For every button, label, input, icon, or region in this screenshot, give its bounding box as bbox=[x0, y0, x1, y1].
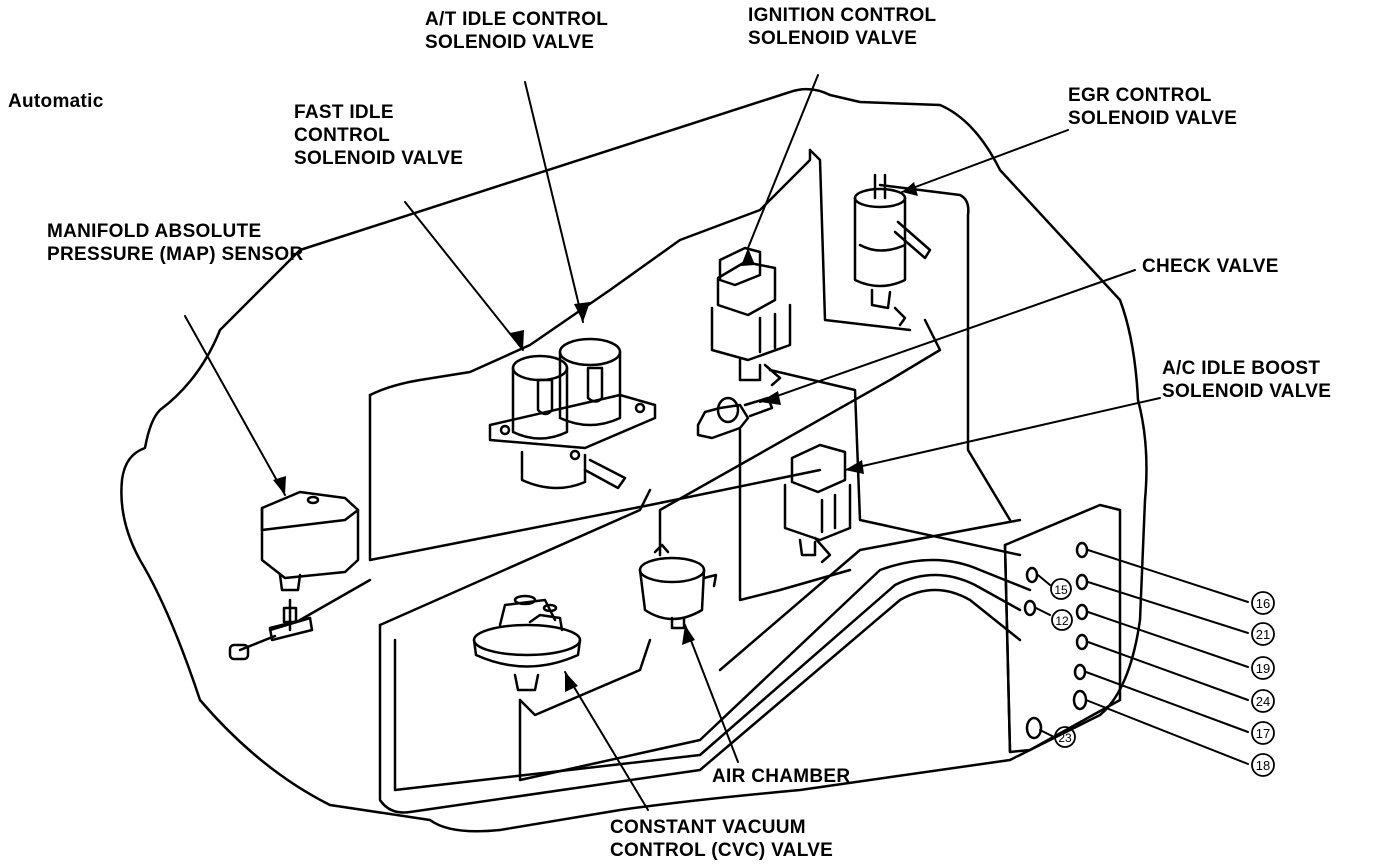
port-number-24: 24 bbox=[1251, 689, 1275, 713]
label-line: MANIFOLD ABSOLUTE bbox=[47, 221, 262, 242]
port-number-inner: 15 12 23 bbox=[1050, 578, 1076, 748]
label-line: SOLENOID VALVE bbox=[748, 28, 918, 49]
label-line: CONTROL (CVC) VALVE bbox=[610, 840, 834, 861]
junction-ports bbox=[1023, 541, 1089, 740]
svg-text:24: 24 bbox=[1256, 694, 1270, 709]
label-line: SOLENOID VALVE bbox=[294, 148, 464, 169]
port-number-19: 19 bbox=[1251, 656, 1275, 680]
map-tee-fitting bbox=[228, 606, 314, 661]
engine-outline bbox=[120, 87, 1148, 833]
label-line: SOLENOID VALVE bbox=[1068, 108, 1238, 129]
svg-text:23: 23 bbox=[1058, 731, 1072, 745]
label-line: CONTROL bbox=[294, 125, 391, 146]
heading-automatic: Automatic bbox=[8, 91, 104, 112]
label-at-idle-control: A/T IDLE CONTROL SOLENOID VALVE bbox=[425, 8, 608, 54]
air-chamber-component bbox=[638, 543, 718, 630]
port-number-23: 23 bbox=[1054, 726, 1076, 748]
hose-cvc-loop bbox=[518, 638, 652, 717]
port-number-21: 21 bbox=[1251, 622, 1275, 646]
hose-ign bbox=[768, 368, 1022, 557]
svg-text:15: 15 bbox=[1054, 583, 1068, 597]
port-number-column: 16 21 19 24 17 18 bbox=[1251, 591, 1275, 777]
hose-bundle-d bbox=[718, 518, 1022, 672]
hose-bundle-c bbox=[518, 558, 1032, 782]
cvc-valve-component bbox=[472, 594, 582, 692]
port-number-16: 16 bbox=[1251, 591, 1275, 615]
label-line: PRESSURE (MAP) SENSOR bbox=[47, 244, 304, 265]
junction-block bbox=[1003, 503, 1122, 754]
label-line: CHECK VALVE bbox=[1142, 256, 1279, 277]
hose-main-2 bbox=[368, 148, 812, 397]
egr-solenoid-component bbox=[853, 173, 932, 327]
label-line: EGR CONTROL bbox=[1068, 85, 1212, 106]
label-ignition-control: IGNITION CONTROL SOLENOID VALVE bbox=[748, 4, 936, 50]
hose-main-3 bbox=[808, 148, 912, 332]
label-line: SOLENOID VALVE bbox=[1162, 381, 1332, 402]
port-number-12: 12 bbox=[1051, 609, 1073, 631]
svg-text:17: 17 bbox=[1256, 726, 1270, 741]
svg-text:12: 12 bbox=[1055, 614, 1069, 628]
label-line: SOLENOID VALVE bbox=[425, 32, 595, 53]
ac-solenoid-component bbox=[783, 443, 852, 564]
check-valve-component bbox=[696, 396, 774, 440]
port-number-18: 18 bbox=[1251, 753, 1275, 777]
label-line: AIR CHAMBER bbox=[712, 766, 851, 787]
label-ac-idle-boost: A/C IDLE BOOST SOLENOID VALVE bbox=[1162, 357, 1331, 403]
port-number-15: 15 bbox=[1050, 578, 1072, 600]
port-number-17: 17 bbox=[1251, 721, 1275, 745]
label-line: CONSTANT VACUUM bbox=[610, 817, 806, 838]
port-leaders bbox=[1035, 549, 1249, 765]
hose-map-tee bbox=[238, 598, 312, 652]
dual-solenoid-component bbox=[488, 337, 657, 490]
map-sensor-component bbox=[260, 490, 360, 592]
hose-bundle-e bbox=[378, 488, 652, 627]
ignition-solenoid-component bbox=[710, 246, 792, 387]
label-egr-control: EGR CONTROL SOLENOID VALVE bbox=[1068, 84, 1237, 130]
hose-egr-loop bbox=[878, 183, 1012, 522]
label-line: IGNITION CONTROL bbox=[748, 5, 937, 26]
label-line: A/T IDLE CONTROL bbox=[425, 9, 609, 30]
hose-main-1 bbox=[368, 393, 822, 562]
hose-map bbox=[298, 578, 372, 622]
label-air-chamber: AIR CHAMBER bbox=[712, 765, 850, 788]
label-map-sensor: MANIFOLD ABSOLUTE PRESSURE (MAP) SENSOR bbox=[47, 220, 304, 266]
label-line: FAST IDLE bbox=[294, 102, 394, 123]
hose-check-valve bbox=[738, 428, 852, 602]
hose-bundle-b bbox=[393, 573, 1022, 792]
svg-text:19: 19 bbox=[1256, 661, 1270, 676]
hose-air-chamber bbox=[658, 318, 942, 557]
label-check-valve: CHECK VALVE bbox=[1142, 255, 1279, 278]
label-cvc-valve: CONSTANT VACUUM CONTROL (CVC) VALVE bbox=[610, 816, 833, 862]
arrowheads bbox=[273, 182, 918, 692]
svg-text:16: 16 bbox=[1256, 596, 1270, 611]
leader-lines bbox=[184, 74, 1161, 811]
svg-text:18: 18 bbox=[1256, 758, 1270, 773]
label-line: A/C IDLE BOOST bbox=[1162, 358, 1321, 379]
svg-text:21: 21 bbox=[1256, 627, 1270, 642]
label-fast-idle-control: FAST IDLE CONTROL SOLENOID VALVE bbox=[294, 101, 463, 170]
hose-bundle-a bbox=[378, 588, 1022, 814]
